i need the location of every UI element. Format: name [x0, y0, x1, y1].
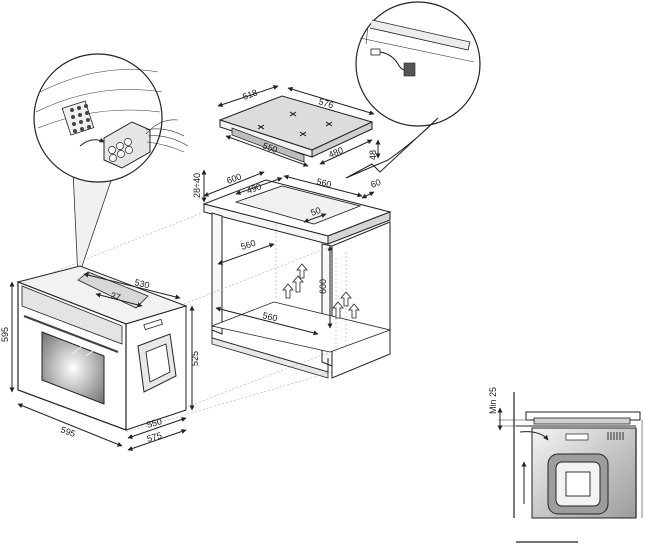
oven-fan-icon [137, 333, 177, 393]
dim-hob-height: 48 [368, 150, 378, 160]
dim-worktop-depth: 600 [225, 171, 243, 186]
dim-cabinet-depth: 560 [240, 238, 257, 252]
terminal-socket-icon [61, 100, 95, 136]
hob [217, 85, 381, 167]
dim-cabinet-base-width: 560 [262, 310, 279, 323]
hob-cable-magnifier [345, 1, 481, 179]
dim-hob-depth: 518 [241, 87, 259, 102]
built-in-oven [9, 265, 195, 451]
terminal-plug-icon [103, 119, 189, 169]
dim-oven-depth: 530 [134, 277, 151, 290]
dim-worktop-cutout-depth: 490 [245, 181, 263, 196]
cable-connector-icon [370, 48, 416, 77]
dim-hob-cutout-width: 550 [261, 140, 279, 155]
kitchen-cabinet [201, 169, 392, 379]
oven-door-fan-icon [547, 453, 609, 515]
dim-oven-inner-width: 550 [146, 416, 163, 430]
dim-worktop-thickness: 28÷40 [192, 173, 202, 198]
dim-oven-body-width: 575 [146, 430, 163, 444]
dim-hob-width: 576 [317, 96, 334, 110]
dim-worktop-cutout-width: 560 [315, 176, 332, 190]
dim-worktop-clearance: 50 [309, 205, 322, 218]
dim-oven-body-height: 525 [190, 351, 200, 366]
vent-grille-icon [607, 432, 624, 440]
dim-oven-top: 27 [110, 290, 122, 302]
dim-min-gap: Min 25 [488, 387, 498, 414]
dim-cabinet-height: 600 [318, 279, 328, 294]
dim-oven-height: 595 [0, 327, 10, 342]
terminal-block-magnifier [33, 53, 189, 279]
dim-rear-gap: 60 [369, 177, 382, 190]
section-detail [497, 392, 643, 543]
dim-oven-width: 595 [59, 424, 77, 439]
ventilation-arrows-icon [282, 263, 360, 319]
